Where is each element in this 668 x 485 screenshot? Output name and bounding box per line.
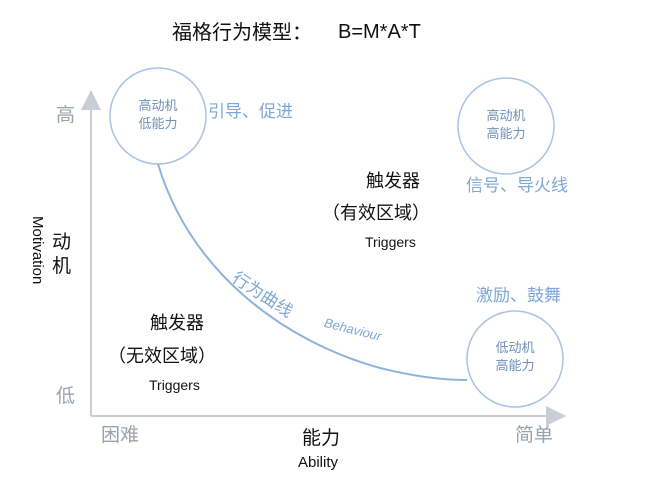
model-formula: B=M*A*T [338, 21, 421, 43]
circle-top-right-line2: 高能力 [486, 127, 526, 142]
y-axis-low-label: 低 [56, 385, 76, 407]
circle-top-left-line1: 高动机 [138, 99, 178, 114]
x-axis-title-en: Ability [298, 454, 339, 471]
circle-top-left-line2: 低能力 [138, 117, 178, 132]
x-axis-easy-label: 简单 [515, 424, 554, 446]
label-signal-fuse: 信号、导火线 [466, 176, 568, 196]
effective-zone-triggers: Triggers [365, 234, 416, 250]
circle-bottom-right-line1: 低动机 [495, 341, 535, 356]
y-axis-title-cn: 动机 [52, 231, 72, 277]
effective-zone-subtitle: （有效区域） [322, 203, 430, 224]
circle-top-right-text: 高动机 高能力 [466, 108, 546, 144]
label-guide-promote: 引导、促进 [208, 102, 293, 122]
y-axis-title-en: Motivation [29, 216, 46, 285]
ineffective-zone-triggers: Triggers [149, 377, 200, 393]
ineffective-zone-subtitle: （无效区域） [108, 346, 216, 367]
circle-bottom-right-text: 低动机 高能力 [475, 340, 555, 376]
y-axis-high-label: 高 [56, 104, 76, 126]
effective-zone-title: 触发器 [366, 171, 420, 192]
label-motivate-inspire: 激励、鼓舞 [476, 286, 561, 306]
behaviour-curve [157, 163, 468, 381]
circle-high-motivation-high-ability [457, 77, 555, 175]
ineffective-zone-title: 触发器 [150, 313, 204, 334]
circle-top-left-text: 高动机 低能力 [118, 98, 198, 134]
x-axis-title-cn: 能力 [302, 427, 341, 449]
model-title: 福格行为模型： [172, 20, 312, 44]
circle-top-right-line1: 高动机 [486, 109, 526, 124]
x-axis-hard-label: 困难 [101, 424, 140, 446]
circle-low-motivation-high-ability [466, 310, 564, 408]
circle-bottom-right-line2: 高能力 [495, 359, 535, 374]
